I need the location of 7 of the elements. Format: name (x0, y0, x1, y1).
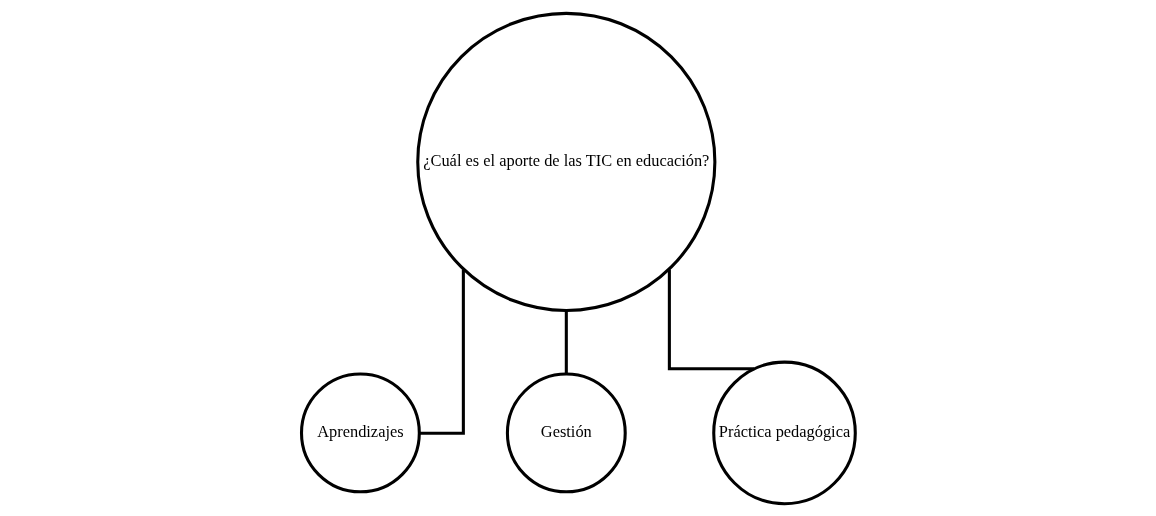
node-circle: Gestión (505, 372, 627, 493)
connector (564, 310, 568, 374)
node-circle: Práctica pedagógica (711, 360, 857, 505)
connector (667, 269, 754, 370)
connector (418, 269, 465, 435)
node-circle: ¿Cuál es el aporte de las TIC en educación? (415, 11, 716, 312)
node-circle: Aprendizajes (299, 372, 421, 493)
